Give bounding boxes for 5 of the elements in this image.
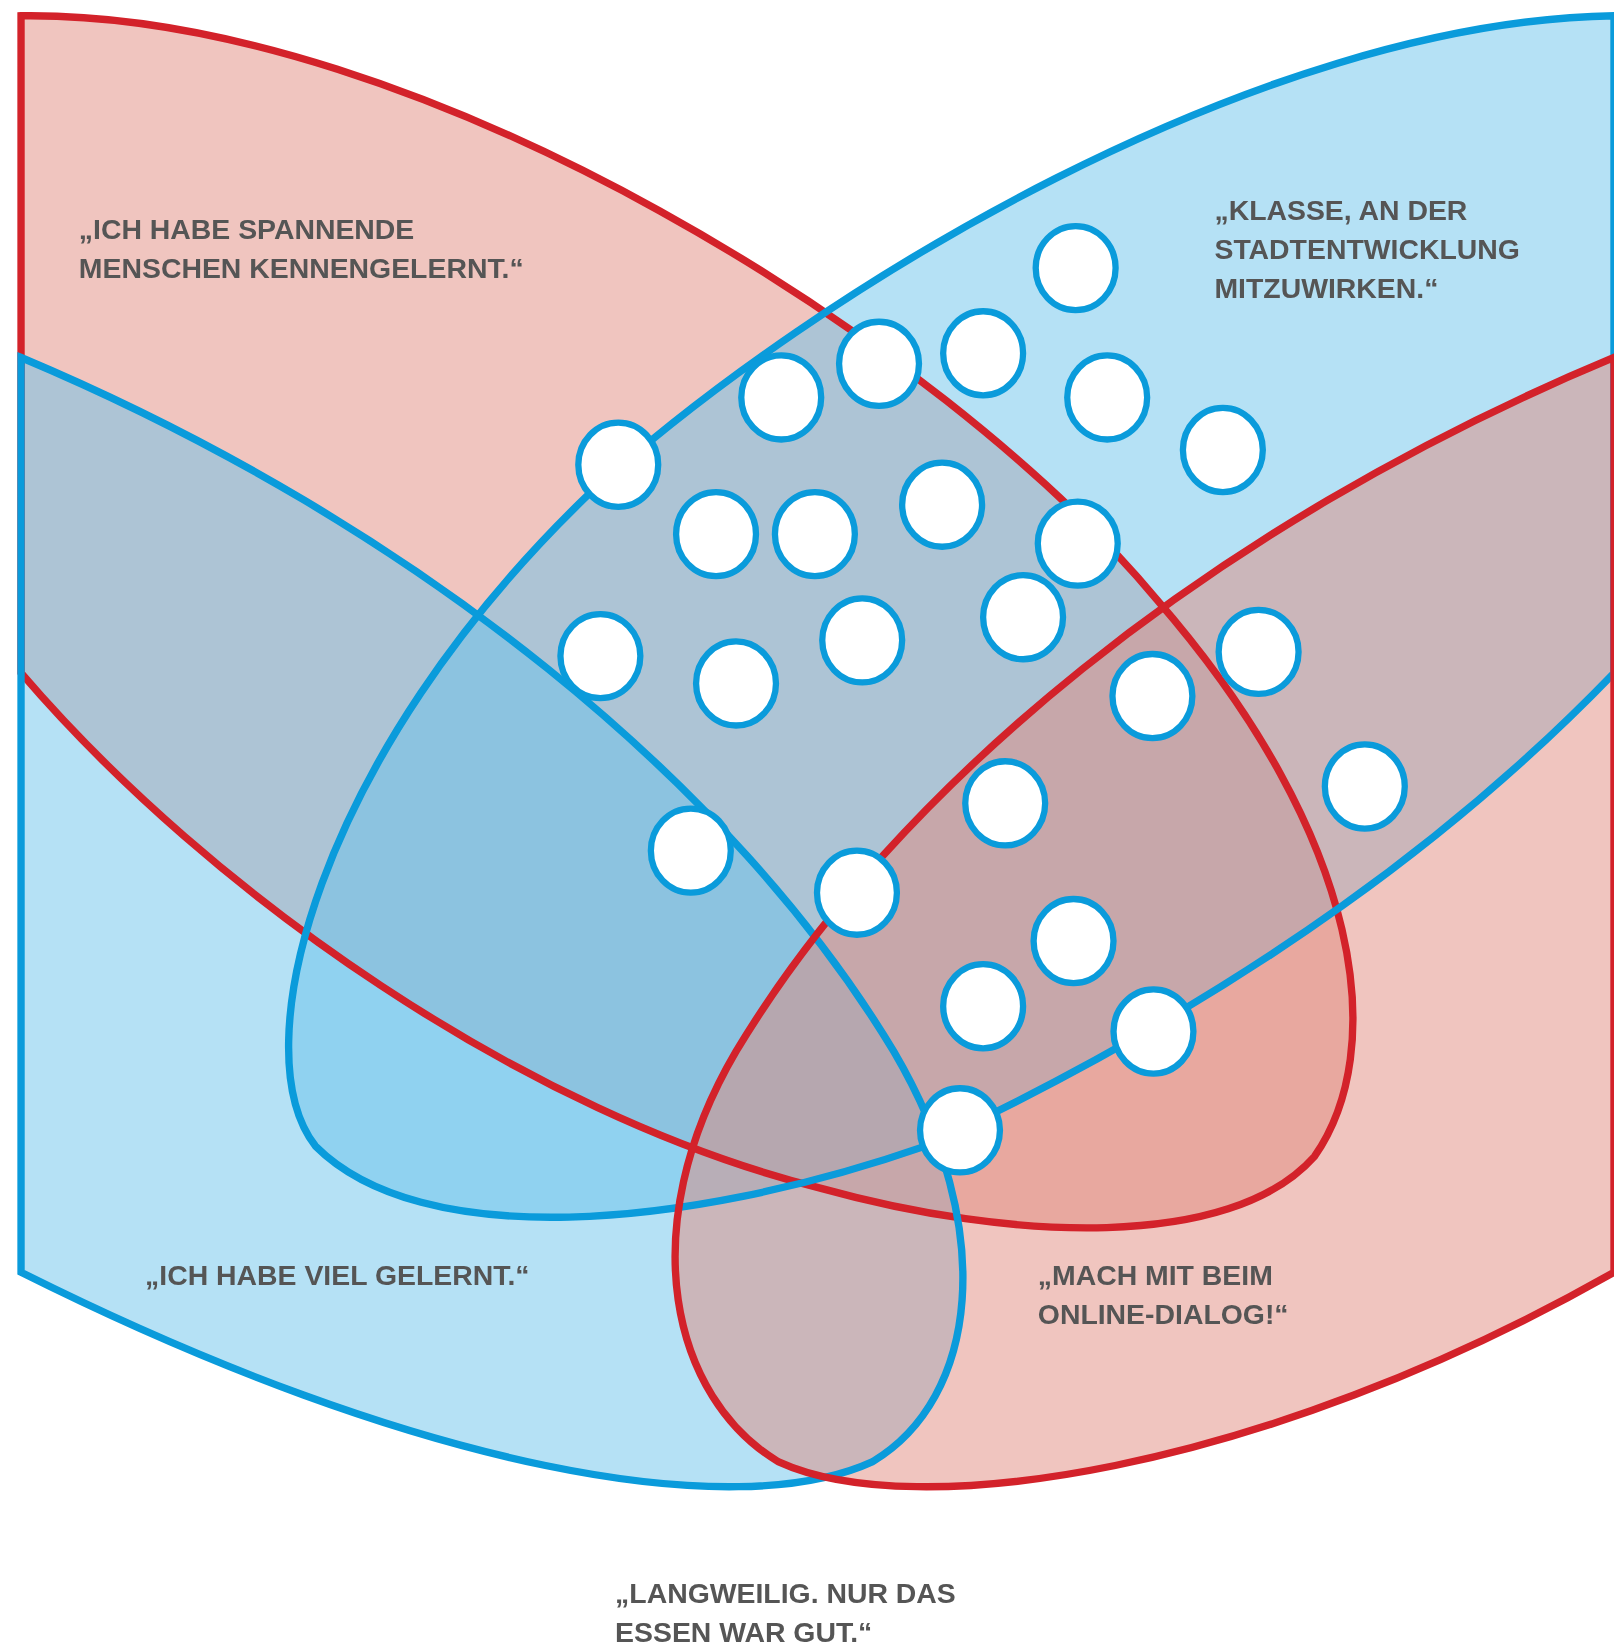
quote-text: „LANGWEILIG. NUR DAS ESSEN WAR GUT.“ [615, 1577, 957, 1649]
quote-text: „ICH HABE VIEL GELERNT.“ [145, 1258, 531, 1294]
quote-text: „ICH HABE SPANNENDE MENSCHEN KENNENGELERNT.“ [78, 212, 525, 286]
quote-text: „MACH MIT BEIM ONLINE-DIALOG!“ [1037, 1258, 1290, 1333]
quote-text: „KLASSE, AN DER STADTENTWICKLUNG MITZUWIRKEN.“ [1214, 193, 1521, 306]
